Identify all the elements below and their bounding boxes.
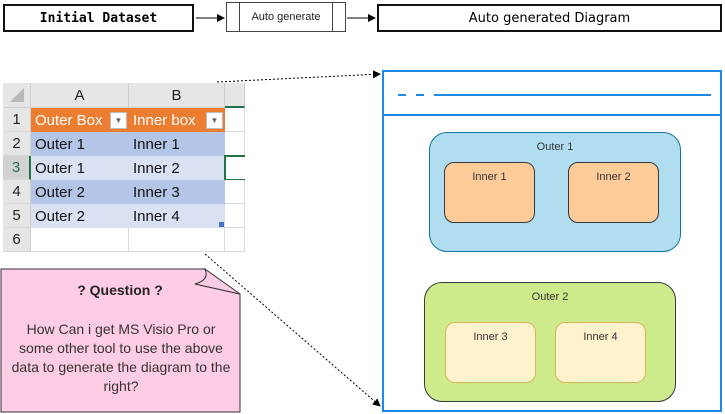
- cell-c2[interactable]: [225, 132, 245, 156]
- outer-box-2[interactable]: Outer 2 Inner 3 Inner 4: [424, 282, 676, 402]
- dotted-arrow-top: [216, 70, 381, 83]
- column-b-label: B: [171, 86, 182, 104]
- filter-dropdown-icon[interactable]: ▼: [110, 112, 127, 129]
- table-header-inner-box[interactable]: Inner box ▼: [129, 108, 225, 132]
- row-number: 6: [12, 231, 21, 248]
- question-title: ? Question ?: [77, 282, 163, 298]
- inner-box-1[interactable]: Inner 1: [444, 162, 535, 223]
- table-resize-handle[interactable]: [219, 222, 224, 227]
- table-cell[interactable]: Inner 2: [129, 156, 225, 180]
- column-header-a[interactable]: A: [31, 83, 129, 108]
- table-header-outer-box[interactable]: Outer Box ▼: [31, 108, 129, 132]
- inner-box-label: Inner 2: [596, 171, 631, 183]
- header-label: Inner box: [133, 111, 196, 129]
- inner-box-2[interactable]: Inner 2: [568, 162, 659, 223]
- inner-box-label: Inner 3: [473, 331, 508, 343]
- row-number: 5: [12, 207, 21, 224]
- row-number: 3: [11, 159, 21, 176]
- cell-c1[interactable]: [225, 108, 245, 132]
- row-header-5[interactable]: 5: [3, 204, 31, 228]
- auto-generated-diagram-label: Auto generated Diagram: [468, 10, 631, 26]
- question-note: ? Question ? How Can i get MS Visio Pro …: [2, 268, 238, 412]
- cell-a6[interactable]: [31, 228, 129, 252]
- inner-box-3[interactable]: Inner 3: [445, 322, 536, 383]
- selected-cell-c3[interactable]: [224, 155, 245, 181]
- cell-c4[interactable]: [225, 180, 245, 204]
- row-header-2[interactable]: 2: [3, 132, 31, 156]
- row-number: 2: [12, 135, 21, 152]
- inner-box-4[interactable]: Inner 4: [555, 322, 646, 383]
- table-cell[interactable]: Outer 1: [31, 156, 129, 180]
- spreadsheet: A B 1 2 3 4 5 6 Outer Box ▼ Inner box ▼ …: [3, 83, 245, 253]
- table-cell[interactable]: Outer 2: [31, 204, 129, 228]
- inner-box-label: Inner 4: [583, 331, 618, 343]
- filter-dropdown-icon[interactable]: ▼: [206, 112, 223, 129]
- dotted-arrow-bottom: [204, 253, 381, 407]
- column-header-c[interactable]: [225, 83, 245, 108]
- cell-b6[interactable]: [129, 228, 225, 252]
- diagram-header: [384, 72, 720, 116]
- inner-box-label: Inner 1: [472, 171, 507, 183]
- table-cell[interactable]: Inner 3: [129, 180, 225, 204]
- table-cell[interactable]: Inner 4: [129, 204, 225, 228]
- auto-generated-diagram-box: Auto generated Diagram: [377, 4, 722, 32]
- cell-c6[interactable]: [225, 228, 245, 252]
- column-a-label: A: [74, 86, 85, 104]
- cell-c5[interactable]: [225, 204, 245, 228]
- auto-generate-process-box: Auto generate: [226, 2, 346, 32]
- row-number: 1: [12, 111, 21, 128]
- question-note-shape: [0, 268, 241, 413]
- row-header-1[interactable]: 1: [3, 108, 31, 132]
- auto-generate-label: Auto generate: [251, 11, 321, 23]
- row-header-4[interactable]: 4: [3, 180, 31, 204]
- initial-dataset-box: Initial Dataset: [3, 4, 194, 32]
- row-header-3[interactable]: 3: [3, 156, 31, 180]
- row-number: 4: [12, 183, 21, 200]
- select-all-corner[interactable]: [3, 83, 31, 108]
- table-cell[interactable]: Outer 2: [31, 180, 129, 204]
- row-header-6[interactable]: 6: [3, 228, 31, 252]
- table-cell[interactable]: Outer 1: [31, 132, 129, 156]
- header-label: Outer Box: [35, 111, 103, 129]
- outer-box-1[interactable]: Outer 1 Inner 1 Inner 2: [429, 132, 681, 252]
- outer-box-label: Outer 2: [531, 291, 569, 303]
- diagram-frame: Outer 1 Inner 1 Inner 2 Outer 2 Inner 3 …: [382, 70, 722, 412]
- corner-triangle-icon: [9, 88, 24, 102]
- question-body: How Can i get MS Visio Pro or some other…: [11, 321, 231, 394]
- outer-box-label: Outer 1: [536, 141, 574, 153]
- initial-dataset-label: Initial Dataset: [39, 10, 158, 26]
- header-line-icon: [398, 94, 711, 96]
- table-cell[interactable]: Inner 1: [129, 132, 225, 156]
- column-header-b[interactable]: B: [129, 83, 225, 108]
